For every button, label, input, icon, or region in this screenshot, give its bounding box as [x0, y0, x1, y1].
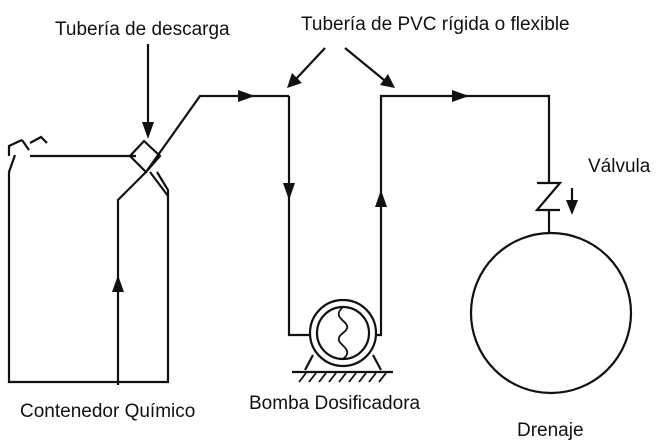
pump-suction-line: [287, 96, 311, 337]
discharge-pipe-line: [116, 94, 289, 385]
chemical-container-shape: [7, 135, 170, 384]
flow-arrow-up: [375, 190, 387, 207]
flow-arrow-top-left: [238, 90, 255, 102]
pump-discharge-line: [375, 94, 551, 337]
drain-label: Drenaje: [517, 420, 584, 441]
valve-label: Válvula: [588, 156, 651, 177]
flow-arrow-top-right: [452, 90, 469, 102]
chemical-container-label: Contenedor Químico: [20, 401, 196, 422]
dosing-pump-shape: [292, 298, 393, 383]
drain-shape: [469, 231, 633, 395]
flow-arrow-down: [283, 183, 295, 200]
discharge-pointer-arrow: [142, 44, 154, 139]
pvc-pointer-arrows: [287, 47, 395, 88]
discharge-fitting: [128, 139, 162, 174]
suction-flow-arrow: [112, 275, 124, 292]
valve-flow-arrow: [566, 188, 578, 215]
dosing-pump-label: Bomba Dosificadora: [249, 393, 421, 414]
pvc-pipe-label: Tubería de PVC rígida o flexible: [301, 14, 570, 35]
discharge-pipe-label: Tubería de descarga: [55, 19, 230, 40]
check-valve-shape: [534, 181, 563, 234]
